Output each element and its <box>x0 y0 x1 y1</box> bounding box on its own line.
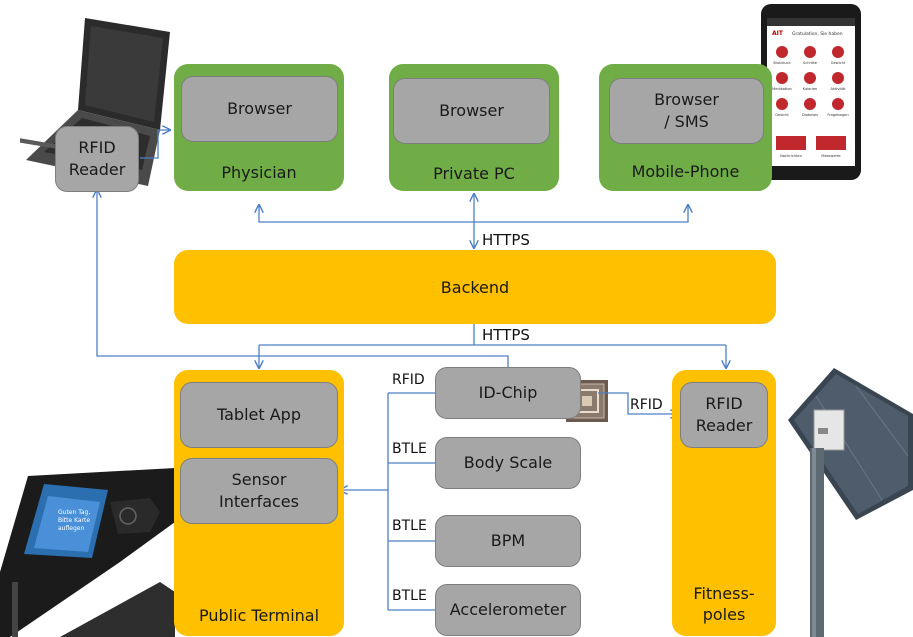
body-scale-box: Body Scale <box>435 437 581 489</box>
private-pc-browser: Browser <box>393 78 550 144</box>
accelerometer-box: Accelerometer <box>435 584 581 636</box>
mobile-phone-label: Mobile-Phone <box>631 162 740 181</box>
phone-tile-icon <box>776 46 788 58</box>
rfid-label-left: RFID <box>392 372 425 388</box>
sensor-interfaces-box: Sensor Interfaces <box>180 458 338 524</box>
https-bottom-label: HTTPS <box>482 326 530 344</box>
private-pc-label: Private PC <box>433 164 515 183</box>
id-chip-box: ID-Chip <box>435 367 581 419</box>
phone-tile-label: Aktivität <box>830 87 846 91</box>
bpm-box: BPM <box>435 515 581 567</box>
phone-tile-label: Gewicht <box>831 61 846 65</box>
private-pc-box: Browser Private PC <box>389 64 559 191</box>
phone-footer-label: Nachrichten <box>780 154 802 158</box>
tablet-app-box: Tablet App <box>180 382 338 448</box>
phone-tile-label: Medikation <box>772 87 792 91</box>
backend-box: Backend <box>174 250 776 324</box>
fitness-poles-box: RFID Reader Fitness- poles <box>672 370 776 636</box>
phone-tile-icon <box>804 72 816 84</box>
phone-header-text: Gratulation, Sie haben <box>792 31 843 37</box>
phone-footer-tile <box>816 136 846 150</box>
phone-tile-icon <box>804 98 816 110</box>
btle-label-2: BTLE <box>392 518 427 534</box>
phone-footer-tile <box>776 136 806 150</box>
phone-tile-icon <box>832 72 844 84</box>
https-top-label: HTTPS <box>482 231 530 249</box>
public-terminal-box: Tablet App Sensor Interfaces Public Term… <box>174 370 344 636</box>
fitness-pole-image <box>788 368 913 637</box>
physician-browser: Browser <box>181 76 338 142</box>
public-terminal-label: Public Terminal <box>198 606 320 625</box>
phone-tile-icon <box>776 98 788 110</box>
mobile-phone-browser: Browser / SMS <box>609 78 764 144</box>
btle-label-1: BTLE <box>392 441 427 457</box>
phone-tile-label: Schritte <box>803 61 818 65</box>
phone-tile-icon <box>832 46 844 58</box>
phone-tile-label: Diabetes <box>802 113 818 117</box>
kiosk-screen-line: auflegen <box>58 525 84 532</box>
phone-tile-icon <box>776 72 788 84</box>
physician-box: Browser Physician <box>174 64 344 191</box>
fitness-poles-label: Fitness- poles <box>693 584 755 624</box>
phone-tile-label: Blutdruck <box>773 61 791 65</box>
btle-label-3: BTLE <box>392 588 427 604</box>
phone-tile-icon <box>804 46 816 58</box>
smartphone-image: AIT Gratulation, Sie haben Blutdruck Schr… <box>761 4 861 180</box>
rfid-reader-laptop: RFID Reader <box>55 126 139 192</box>
phone-tile-label: Gesicht <box>775 113 789 117</box>
phone-tile-label: Kalorien <box>803 87 818 91</box>
kiosk-screen-line: Bitte Karte <box>58 517 90 524</box>
kiosk-screen-line: Guten Tag, <box>58 509 90 516</box>
rfid-reader-fitness: RFID Reader <box>680 382 768 448</box>
mobile-phone-box: Browser / SMS Mobile-Phone <box>599 64 772 191</box>
backend-label: Backend <box>440 277 510 297</box>
phone-tile-icon <box>832 98 844 110</box>
physician-label: Physician <box>221 163 297 182</box>
phone-tile-label: Fragebogen <box>827 113 848 117</box>
svg-text:AIT: AIT <box>772 30 784 37</box>
rfid-label-right: RFID <box>630 397 663 413</box>
phone-footer-label: Messwerte <box>821 154 841 158</box>
